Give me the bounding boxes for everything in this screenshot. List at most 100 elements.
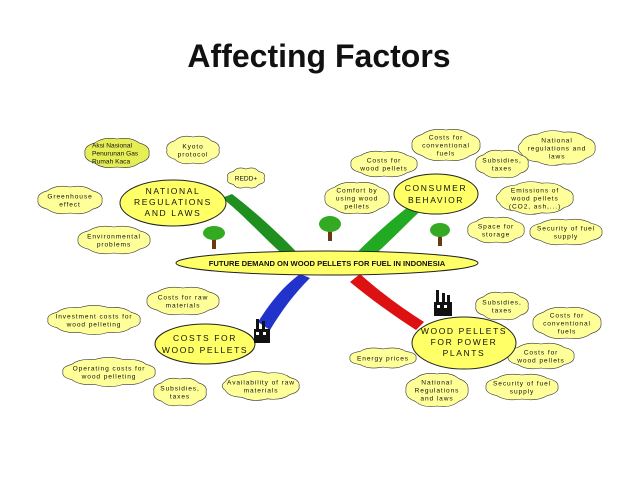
cloud-label: effect: [59, 201, 80, 208]
cloud-label: Space for: [478, 223, 514, 230]
cloud-shape: [475, 149, 529, 179]
cloud-shape: [529, 218, 603, 246]
cloud-label: wood pelleting: [66, 321, 122, 328]
cloud-label: Investment costs for: [56, 313, 133, 320]
tree-icon: [430, 223, 450, 246]
hub-shape: [154, 323, 256, 365]
cloud-label: Operating costs for: [73, 365, 146, 372]
branch-power: [350, 274, 424, 330]
hub-line: WOOD PELLETS: [421, 326, 507, 336]
hub-shape: [411, 316, 517, 370]
branches: [222, 194, 432, 330]
cloud-label: supply: [554, 233, 578, 240]
cloud-label: storage: [482, 231, 510, 238]
hub-consumer: CONSUMER BEHAVIOR: [393, 173, 479, 215]
cloud-subsidies-top: Subsidies,taxes: [475, 149, 529, 179]
cloud-shape: [349, 347, 417, 369]
cloud-label: National: [541, 137, 572, 144]
cloud-label: taxes: [492, 307, 512, 314]
hub-shape: [119, 179, 227, 227]
cloud-label: Subsidies,: [160, 385, 199, 392]
cloud-shape: [495, 181, 574, 215]
tree-icon: [203, 226, 225, 249]
factory-icon: [434, 290, 452, 316]
cloud-shape: [84, 137, 150, 169]
cloud-label: and laws: [420, 395, 453, 402]
hub-costs: COSTS FOR WOOD PELLETS: [154, 323, 256, 365]
cloud-label: Emissions of: [511, 187, 559, 194]
hub-national: NATIONAL REGULATIONS AND LAWS: [119, 179, 227, 227]
hub-line: PLANTS: [443, 348, 486, 358]
cloud-label: National: [421, 379, 452, 386]
cloud-label: taxes: [492, 165, 512, 172]
hub-shape: [393, 173, 479, 215]
cloud-label: using wood: [336, 195, 378, 202]
hub-line: BEHAVIOR: [408, 195, 464, 205]
central-label: FUTURE DEMAND ON WOOD PELLETS FOR FUEL I…: [209, 259, 446, 268]
hub-power: WOOD PELLETS FOR POWER PLANTS: [411, 316, 517, 370]
cloud-label: Comfort by: [336, 187, 377, 194]
cloud-label: conventional: [543, 320, 591, 327]
cloud-label: materials: [166, 302, 201, 309]
hub-line: CONSUMER: [405, 183, 467, 193]
cloud-shape: [146, 286, 220, 316]
cloud-shape: [77, 225, 151, 255]
cloud-shape: [475, 291, 529, 321]
cloud-label: Security of fuel: [493, 380, 551, 387]
cloud-label: Regulations: [415, 387, 460, 394]
cloud-shape: [532, 307, 602, 339]
central-shape: [175, 250, 479, 276]
hub-line: NATIONAL: [146, 186, 201, 196]
cloud-label: Costs for raw: [158, 294, 209, 301]
cloud-label: Subsidies,: [482, 299, 521, 306]
tree-icon: [319, 216, 341, 241]
cloud-label: conventional: [422, 142, 470, 149]
page-title: Affecting Factors: [187, 38, 451, 74]
cloud-label: laws: [549, 153, 566, 160]
cloud-label: regulations and: [528, 145, 587, 152]
cloud-label: Rumah Kaca: [92, 158, 130, 165]
hub-line: AND LAWS: [145, 208, 202, 218]
cloud-shape: [411, 129, 481, 161]
cloud-shape: [350, 150, 418, 178]
cloud-label: supply: [510, 388, 534, 395]
factory-icon: [254, 319, 270, 343]
cloud-shape: [405, 373, 469, 407]
cloud-shape: [324, 182, 390, 214]
cloud-label: materials: [244, 387, 279, 394]
cloud-label: Costs for: [550, 312, 584, 319]
cloud-label: Energy prices: [357, 355, 409, 362]
cloud-label: REDD+: [235, 175, 258, 182]
cloud-shape: [153, 377, 207, 407]
cloud-label: Costs for: [524, 349, 558, 356]
cloud-shape: [221, 371, 300, 401]
cloud-label: (CO2, ash,...): [509, 203, 561, 210]
branch-consumer: [348, 198, 432, 266]
cloud-label: Security of fuel: [537, 225, 595, 232]
central-node: FUTURE DEMAND ON WOOD PELLETS FOR FUEL I…: [175, 250, 479, 276]
cloud-shape: [62, 357, 156, 387]
hub-line: FOR POWER: [431, 337, 498, 347]
cloud-shape: [517, 130, 596, 166]
cloud-shape: [485, 373, 559, 401]
hub-line: COSTS FOR: [173, 333, 237, 343]
cloud-label: taxes: [170, 393, 190, 400]
cloud-label: Subsidies,: [482, 157, 521, 164]
cloud-label: wood pellets: [516, 357, 564, 364]
